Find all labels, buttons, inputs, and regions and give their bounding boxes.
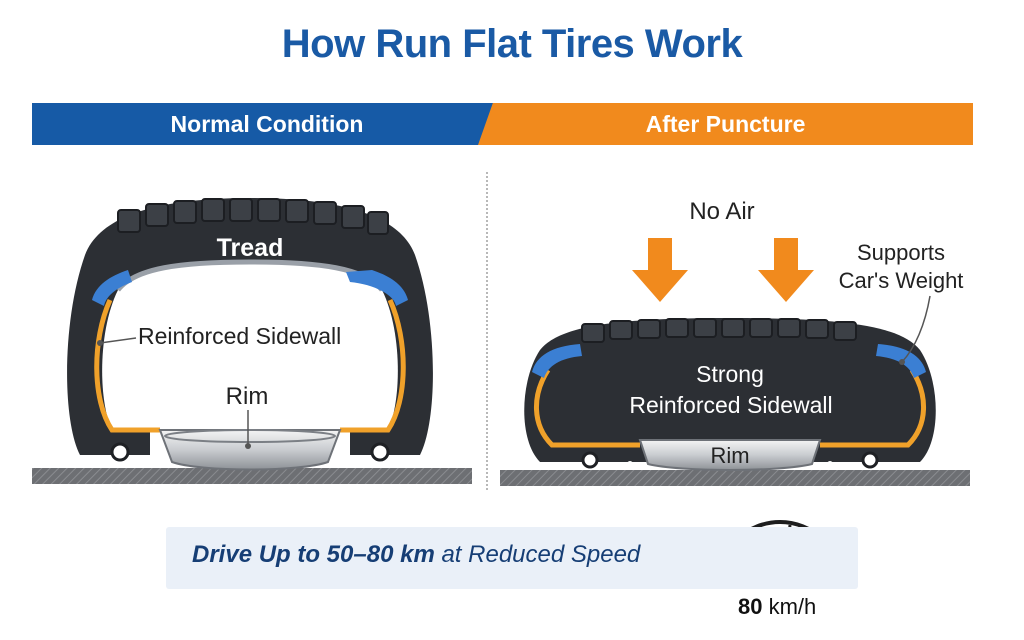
flat-sidewall-right — [820, 368, 926, 448]
flat-tread-blocks — [581, 318, 857, 343]
road-left — [32, 468, 472, 484]
rim-left — [158, 429, 342, 471]
speed-info-bold: Drive Up to 50–80 km — [192, 541, 435, 568]
tread-blocks — [117, 198, 389, 235]
rim-label-right: Rim — [710, 443, 750, 468]
rim-label-left: Rim — [225, 383, 269, 410]
blue-insert-left — [92, 270, 132, 306]
normal-tire-cavity — [102, 262, 398, 430]
road-right — [500, 470, 970, 486]
flat-sidewall-left — [534, 368, 640, 448]
speed-readout: 80 km/h — [738, 594, 816, 620]
supports-label-line1: Supports — [856, 240, 946, 265]
down-arrow-left-icon — [632, 238, 688, 302]
panel-divider — [486, 172, 488, 490]
normal-condition-banner: Normal Condition — [32, 103, 502, 145]
rim-right — [638, 439, 822, 471]
strong-label: Strong — [696, 361, 764, 387]
speed-info-regular: at Reduced Speed — [434, 541, 641, 568]
after-puncture-heading: After Puncture — [645, 110, 806, 137]
supports-label-line2: Car's Weight — [838, 268, 964, 293]
blue-insert-right — [346, 270, 408, 306]
normal-condition-heading: Normal Condition — [170, 110, 364, 137]
normal-tire — [32, 198, 472, 484]
no-air-label: No Air — [689, 198, 755, 225]
reinforced-sidewall-label: Reinforced Sidewall — [138, 323, 342, 349]
strong-sidewall-label: Reinforced Sidewall — [629, 392, 833, 418]
flat-tire-body — [524, 318, 936, 462]
tread-label: Tread — [216, 234, 284, 262]
down-arrow-right-icon — [758, 238, 814, 302]
sidewall-reinforcement-right — [340, 298, 406, 433]
sidewall-reinforcement-left — [94, 298, 160, 433]
speed-unit: km/h — [762, 594, 817, 619]
flat-tire — [500, 238, 970, 486]
speed-value: 80 — [738, 594, 763, 619]
page-title: How Run Flat Tires Work — [281, 22, 743, 66]
after-puncture-banner: After Puncture — [478, 103, 973, 145]
flat-blue-insert-left — [532, 344, 582, 378]
speed-info-text: Drive Up to 50–80 km at Reduced Speed — [192, 541, 640, 569]
speed-info-box — [166, 527, 858, 589]
